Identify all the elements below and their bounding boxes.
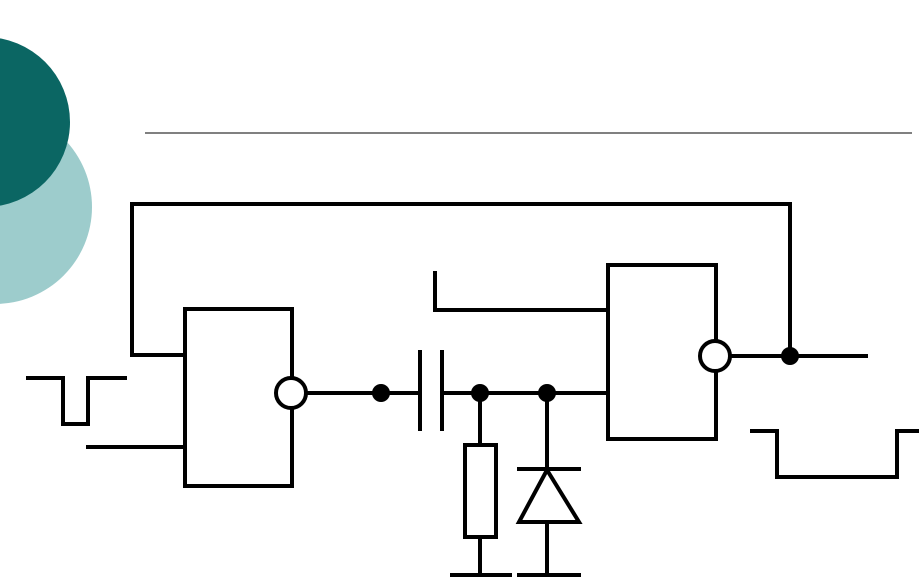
resistor: [463, 443, 498, 539]
gate-1-inversion-bubble: [274, 376, 308, 410]
input-pulse-waveform: [26, 376, 127, 426]
decor-circle-dark: [0, 38, 70, 206]
gate-2-upper-input-wire: [433, 271, 610, 312]
output-pulse-waveform: [750, 429, 919, 479]
diode-triangle: [515, 465, 583, 524]
feedback-loop-wire: [130, 202, 792, 358]
gate-2-inversion-bubble: [698, 339, 732, 373]
junction-dot: [372, 384, 390, 402]
junction-dot: [781, 347, 799, 365]
